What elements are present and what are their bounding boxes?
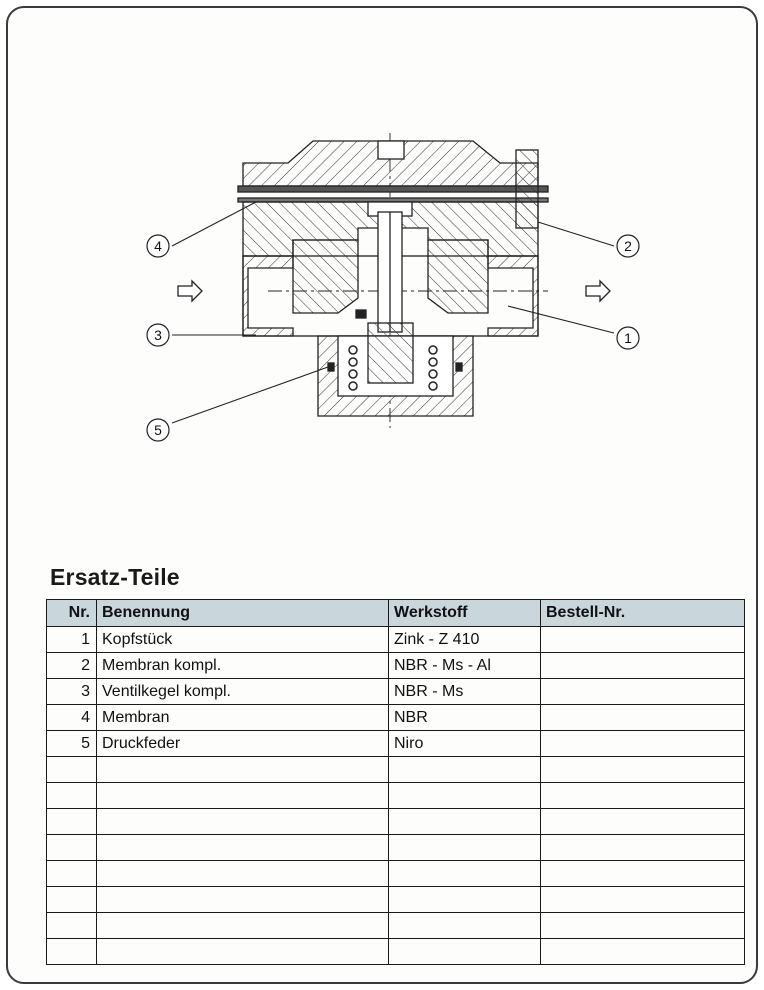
table-row [46, 782, 745, 809]
table-row [46, 860, 745, 887]
header-nr: Nr. [46, 599, 97, 627]
cell-benennung: Ventilkegel kompl. [96, 678, 389, 705]
cell-bestell-nr[interactable] [540, 834, 745, 861]
cell-nr [46, 860, 97, 887]
cell-bestell-nr[interactable] [540, 808, 745, 835]
cell-nr [46, 808, 97, 835]
cell-werkstoff [388, 886, 541, 913]
cell-benennung [96, 782, 389, 809]
cell-benennung: Druckfeder [96, 730, 389, 757]
callout-5-label: 5 [154, 422, 162, 438]
table-row [46, 834, 745, 861]
cell-werkstoff: NBR [388, 704, 541, 731]
callout-2-label: 2 [624, 238, 632, 254]
cell-nr: 2 [46, 652, 97, 679]
cell-bestell-nr[interactable] [540, 886, 745, 913]
cell-bestell-nr[interactable] [540, 678, 745, 705]
cell-werkstoff: NBR - Ms [388, 678, 541, 705]
flow-arrow-right-icon [177, 279, 611, 303]
header-bestell-nr: Bestell-Nr. [540, 599, 745, 627]
table-row [46, 756, 745, 783]
spare-parts-sheet: 1 2 3 4 5 Ersatz-Teile Nr. Benennung Wer… [6, 6, 758, 984]
cell-werkstoff [388, 834, 541, 861]
callout-5-circle [146, 418, 170, 442]
cell-nr [46, 886, 97, 913]
header-werkstoff: Werkstoff [388, 599, 541, 627]
cell-benennung: Membran kompl. [96, 652, 389, 679]
cell-werkstoff [388, 938, 541, 965]
cell-werkstoff: Zink - Z 410 [388, 626, 541, 653]
table-row [46, 808, 745, 835]
cell-bestell-nr[interactable] [540, 756, 745, 783]
table-row [46, 912, 745, 939]
cell-bestell-nr[interactable] [540, 938, 745, 965]
valve-section-drawing: 1 2 3 4 5 [146, 133, 640, 442]
cell-benennung [96, 834, 389, 861]
cell-werkstoff [388, 756, 541, 783]
header-benennung: Benennung [96, 599, 389, 627]
cell-bestell-nr[interactable] [540, 912, 745, 939]
callout-1-label: 1 [624, 330, 632, 346]
cell-nr [46, 938, 97, 965]
cell-werkstoff: NBR - Ms - Al [388, 652, 541, 679]
cell-bestell-nr[interactable] [540, 704, 745, 731]
callout-2-circle [616, 234, 640, 258]
cell-bestell-nr[interactable] [540, 782, 745, 809]
cell-nr [46, 834, 97, 861]
parts-table-title: Ersatz-Teile [50, 564, 180, 590]
callout-3-circle [146, 323, 170, 347]
cell-bestell-nr[interactable] [540, 626, 745, 653]
cell-nr: 5 [46, 730, 97, 757]
callout-3-label: 3 [154, 327, 162, 343]
table-row [46, 938, 745, 965]
callout-4-label: 4 [154, 238, 162, 254]
table-header-row: Nr. Benennung Werkstoff Bestell-Nr. [46, 599, 745, 627]
cell-benennung [96, 756, 389, 783]
cell-werkstoff [388, 808, 541, 835]
callout-1-circle [616, 326, 640, 350]
cell-nr [46, 756, 97, 783]
cell-nr [46, 912, 97, 939]
cell-benennung [96, 860, 389, 887]
cell-bestell-nr[interactable] [540, 730, 745, 757]
cell-nr: 1 [46, 626, 97, 653]
cell-werkstoff [388, 860, 541, 887]
cell-werkstoff: Niro [388, 730, 541, 757]
cell-nr: 3 [46, 678, 97, 705]
cell-benennung [96, 886, 389, 913]
cell-benennung [96, 938, 389, 965]
cell-nr [46, 782, 97, 809]
cell-nr: 4 [46, 704, 97, 731]
cell-werkstoff [388, 912, 541, 939]
cell-bestell-nr[interactable] [540, 860, 745, 887]
cell-benennung [96, 808, 389, 835]
callout-4-circle [146, 234, 170, 258]
table-row [46, 886, 745, 913]
cell-benennung: Kopfstück [96, 626, 389, 653]
cell-werkstoff [388, 782, 541, 809]
cell-benennung [96, 912, 389, 939]
cell-bestell-nr[interactable] [540, 652, 745, 679]
cell-benennung: Membran [96, 704, 389, 731]
